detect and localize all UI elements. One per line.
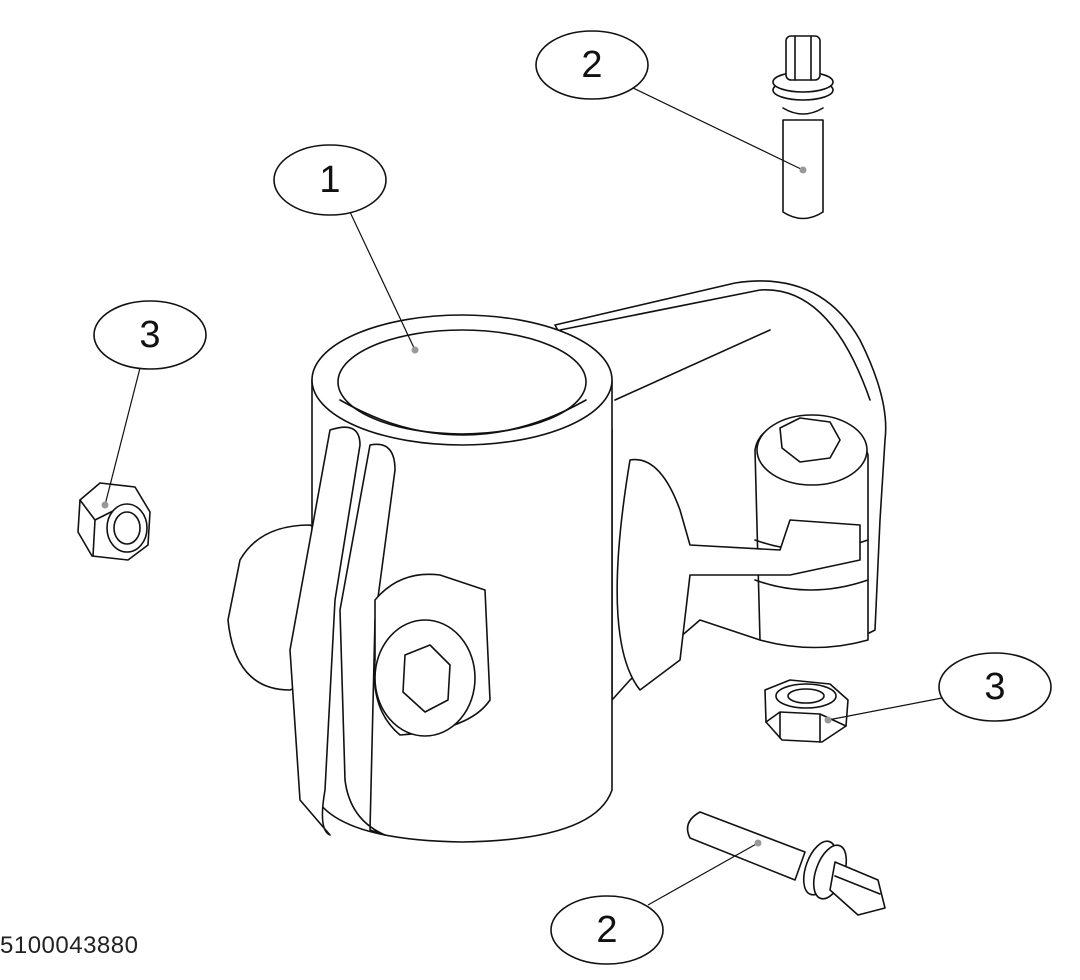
nut-right-drawing (764, 679, 849, 743)
callout-2-top: 2 (535, 30, 649, 100)
nut-left-drawing (77, 482, 151, 561)
callout-label: 3 (139, 314, 160, 356)
bolt-bottom-drawing (686, 811, 886, 916)
leader-lines (101, 87, 943, 906)
callout-1: 1 (273, 144, 387, 216)
bolt-top-drawing (772, 35, 834, 220)
callout-label: 2 (581, 44, 602, 86)
callout-label: 3 (984, 666, 1005, 708)
callout-3-left: 3 (93, 300, 207, 370)
callout-3-right: 3 (938, 652, 1052, 722)
clamp-body-drawing (227, 280, 887, 843)
callout-2-bottom: 2 (550, 895, 664, 965)
callout-label: 2 (596, 909, 617, 951)
callout-label: 1 (319, 159, 340, 201)
part-number: 5100043880 (0, 932, 139, 959)
